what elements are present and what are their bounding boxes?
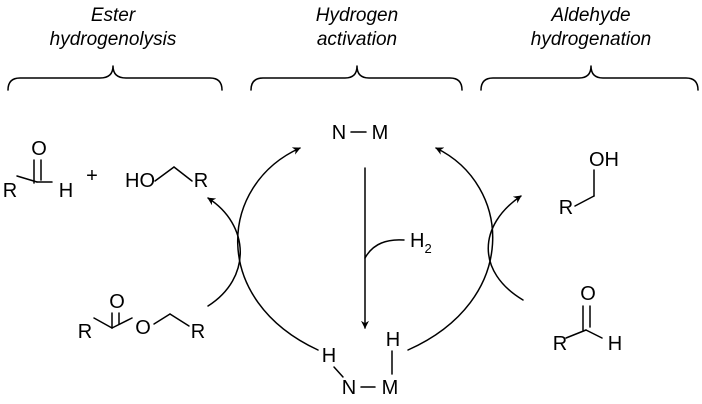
hydride-H-on-M: H	[386, 329, 400, 351]
as-R: R	[553, 333, 567, 355]
header-hydrogen-line1: Hydrogen	[316, 5, 398, 26]
brace-aldehyde	[480, 65, 699, 91]
ap-c-r-bond	[574, 195, 595, 207]
hydride-H-on-N: H	[322, 345, 336, 367]
es-c-o-bond	[111, 317, 133, 329]
es-o-c-bond	[153, 313, 171, 325]
as-h-bond	[585, 329, 603, 339]
catalyst-N: N	[332, 122, 346, 144]
ep-alcohol-HO: HO	[125, 170, 155, 192]
header-aldehyde-line2: hydrogenation	[531, 29, 651, 50]
arc-left-catalyst	[236, 147, 319, 351]
h2-symbol: H2	[410, 230, 432, 256]
arrow-h2-entry	[364, 239, 405, 259]
hydride-M: M	[382, 377, 399, 399]
header-ester-line1: Ester	[91, 5, 136, 26]
header-ester-line2: hydrogenolysis	[50, 29, 177, 50]
ep-aldehyde-R: R	[3, 180, 17, 202]
ep-o-c-bond	[154, 166, 175, 182]
arc-right-substrate	[487, 195, 524, 301]
ep-plus: +	[86, 165, 98, 187]
as-O: O	[580, 283, 596, 305]
bond-H-N	[333, 366, 344, 378]
es-r-bond	[93, 317, 113, 329]
ap-R: R	[559, 197, 573, 219]
arc-left-substrate	[207, 197, 241, 307]
catalyst-M: M	[372, 122, 389, 144]
ep-aldehyde-O: O	[31, 138, 47, 160]
es-R: R	[78, 321, 92, 343]
ap-OH: OH	[589, 149, 619, 171]
brace-hydrogen	[250, 65, 463, 91]
as-r-bond	[565, 329, 587, 339]
header-aldehyde-line1: Aldehyde	[550, 5, 630, 26]
arc-right-catalyst	[407, 147, 494, 351]
es-R-prime: R	[191, 321, 205, 343]
ep-aldehyde-H: H	[59, 180, 73, 202]
es-O-ether: O	[135, 317, 151, 339]
es-O-carbonyl: O	[109, 291, 125, 313]
brace-ester	[7, 65, 223, 91]
ep-r-bond	[16, 175, 38, 183]
es-c-r-bond	[169, 313, 190, 327]
header-hydrogen-line2: activation	[317, 29, 397, 50]
hydride-N: N	[342, 377, 356, 399]
ep-c-r-bond	[173, 166, 193, 182]
ep-alcohol-R: R	[194, 170, 208, 192]
as-H: H	[608, 333, 622, 355]
